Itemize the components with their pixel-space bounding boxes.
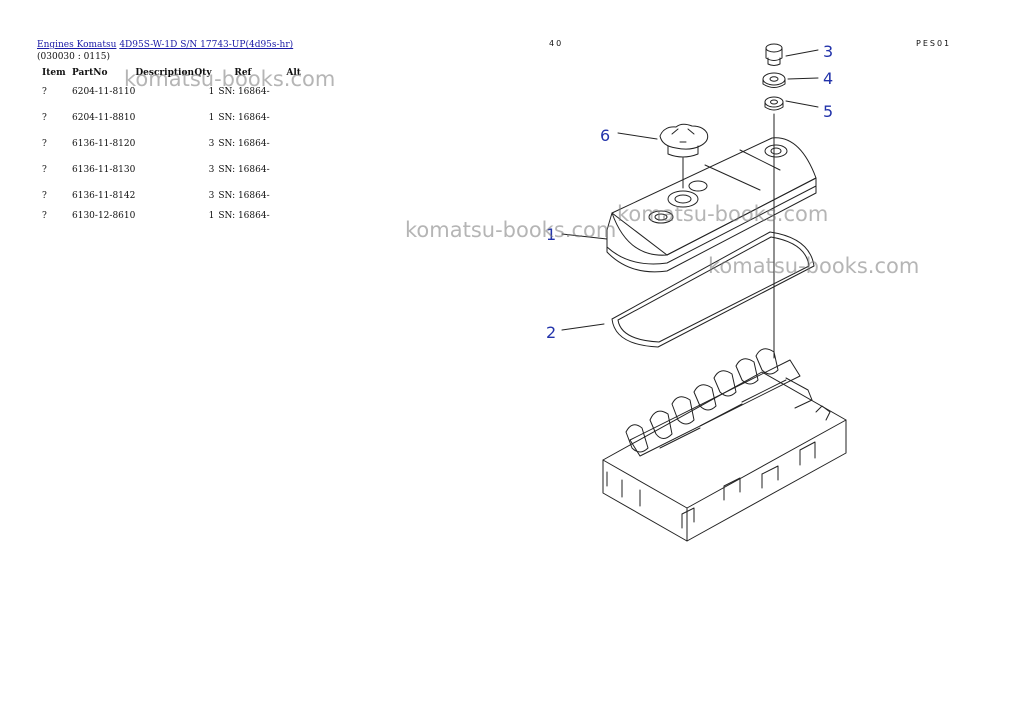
- cell-item: ?: [42, 191, 47, 201]
- cell-qty: 1: [208, 211, 215, 221]
- breadcrumb-link-engines[interactable]: Engines Komatsu: [37, 40, 117, 50]
- col-header-ref: Ref: [234, 68, 252, 78]
- page-number: 40: [549, 39, 564, 48]
- col-header-description: Description: [135, 68, 194, 78]
- leader-line-5: [785, 100, 819, 108]
- callout-6: 6: [600, 126, 610, 145]
- cell-item: ?: [42, 139, 47, 149]
- page-code: PES01: [916, 39, 952, 48]
- cell-item: ?: [42, 165, 47, 175]
- cell-item: ?: [42, 211, 47, 221]
- table-row: ? 6204-11-8110 1 SN: 16864-: [37, 80, 306, 106]
- table-row: ? 6204-11-8810 1 SN: 16864-: [37, 106, 306, 132]
- table-row: ? 6130-12-8610 1 SN: 16864-: [37, 204, 306, 224]
- cell-item: ?: [42, 87, 47, 97]
- callout-4: 4: [823, 69, 833, 88]
- head-cover-drawing: [606, 137, 817, 273]
- cell-partno: 6136-11-8142: [72, 191, 136, 201]
- cell-ref: SN: 16864-: [218, 191, 270, 201]
- leader-line-4: [787, 77, 819, 80]
- cell-ref: SN: 16864-: [218, 113, 270, 123]
- col-header-partno: PartNo: [72, 68, 108, 78]
- cell-partno: 6130-12-8610: [72, 211, 136, 221]
- cell-ref: SN: 16864-: [218, 87, 270, 97]
- table-header-row: Item PartNo Description Qty Ref Alt: [37, 66, 306, 80]
- callout-2: 2: [546, 323, 556, 342]
- cell-item: ?: [42, 113, 47, 123]
- callout-3: 3: [823, 42, 833, 61]
- callout-1: 1: [546, 225, 556, 244]
- cell-qty: 1: [208, 113, 215, 123]
- seal-drawing: [764, 96, 784, 111]
- breadcrumb: Engines Komatsu 4D95S-W-1D S/N 17743-UP(…: [37, 40, 293, 50]
- cell-ref: SN: 16864-: [218, 139, 270, 149]
- filler-cap-drawing: [659, 123, 709, 189]
- cell-partno: 6136-11-8120: [72, 139, 136, 149]
- cylinder-head-drawing: [602, 348, 847, 542]
- leader-line-2: [561, 323, 605, 331]
- bolt-drawing: [765, 43, 783, 66]
- leader-line-1: [561, 233, 608, 240]
- cell-ref: SN: 16864-: [218, 211, 270, 221]
- cell-partno: 6204-11-8810: [72, 113, 136, 123]
- callout-5: 5: [823, 102, 833, 121]
- leader-line-6: [617, 132, 658, 140]
- cell-qty: 3: [208, 165, 215, 175]
- cell-partno: 6204-11-8110: [72, 87, 136, 97]
- cell-qty: 3: [208, 139, 215, 149]
- table-row: ? 6136-11-8130 3 SN: 16864-: [37, 158, 306, 184]
- cell-partno: 6136-11-8130: [72, 165, 136, 175]
- table-row: ? 6136-11-8120 3 SN: 16864-: [37, 132, 306, 158]
- group-code: (030030 : 0115): [37, 52, 111, 62]
- table-row: ? 6136-11-8142 3 SN: 16864-: [37, 184, 306, 204]
- cell-qty: 3: [208, 191, 215, 201]
- breadcrumb-link-model[interactable]: 4D95S-W-1D S/N 17743-UP(4d95s-hr): [119, 40, 294, 50]
- washer-drawing: [762, 72, 786, 88]
- col-header-item: Item: [42, 68, 66, 78]
- leader-line-3: [785, 49, 819, 57]
- gasket-drawing: [611, 231, 815, 348]
- col-header-qty: Qty: [194, 68, 212, 78]
- col-header-alt: Alt: [286, 68, 301, 78]
- parts-table: Item PartNo Description Qty Ref Alt ? 62…: [37, 66, 306, 224]
- cell-ref: SN: 16864-: [218, 165, 270, 175]
- cell-qty: 1: [208, 87, 215, 97]
